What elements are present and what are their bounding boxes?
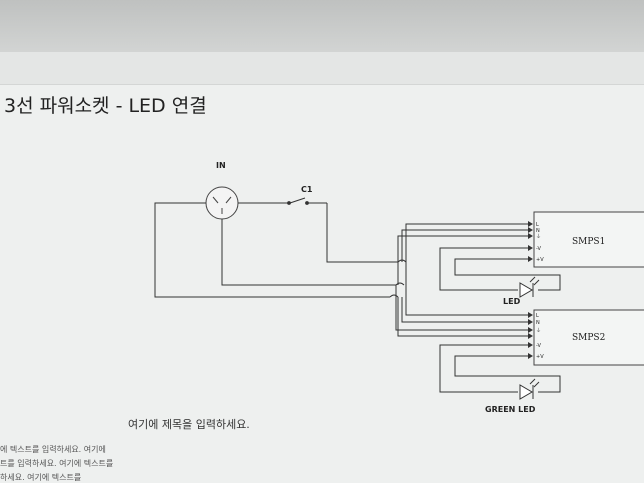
label-c1: C1 <box>301 185 313 194</box>
led-symbol <box>519 276 540 298</box>
slide: 3선 파워소켓 - LED 연결 <box>0 85 644 483</box>
monitor-bezel <box>0 0 644 52</box>
smps1-pin-n: N <box>536 228 540 234</box>
slide-caption[interactable]: 여기에 제목을 입력하세요. <box>128 418 250 431</box>
label-green-led: GREEN LED <box>485 405 536 414</box>
label-in: IN <box>216 161 226 170</box>
smps1-pin-gnd: ⏚ <box>536 233 541 240</box>
title-bar <box>0 52 644 85</box>
body-text-line[interactable]: 하세요. 여기에 텍스트를 <box>0 473 82 482</box>
body-text-line[interactable]: 에 텍스트를 입력하세요. 여기에 <box>0 445 106 454</box>
label-led: LED <box>503 297 521 306</box>
arrowheads <box>528 221 533 359</box>
smps1-pin-minus-v: -V <box>536 246 542 252</box>
slide-title[interactable]: 3선 파워소켓 - LED 연결 <box>4 95 207 117</box>
smps2-pin-l: L <box>536 313 539 319</box>
smps2-pin-plus-v: +V <box>536 354 544 360</box>
smps1-block <box>533 211 644 268</box>
power-socket <box>205 186 239 220</box>
smps1-pin-l: L <box>536 222 539 228</box>
circuit-diagram: IN C1 SMPS1 SMPS2 LED GREEN LED L N ⏚ -V… <box>154 161 644 414</box>
wiring <box>154 202 561 393</box>
label-smps1: SMPS1 <box>572 237 605 247</box>
label-smps2: SMPS2 <box>572 333 605 343</box>
smps2-pin-n: N <box>536 320 540 326</box>
smps2-pin-gnd: ⏚ <box>536 327 541 334</box>
smps1-pin-plus-v: +V <box>536 257 544 263</box>
smps2-pin-minus-v: -V <box>536 343 542 349</box>
green-led-symbol <box>519 378 540 400</box>
body-text-line[interactable]: 트를 입력하세요. 여기에 텍스트를 <box>0 459 114 468</box>
switch-c1 <box>238 197 327 205</box>
smps2-block <box>533 309 644 366</box>
